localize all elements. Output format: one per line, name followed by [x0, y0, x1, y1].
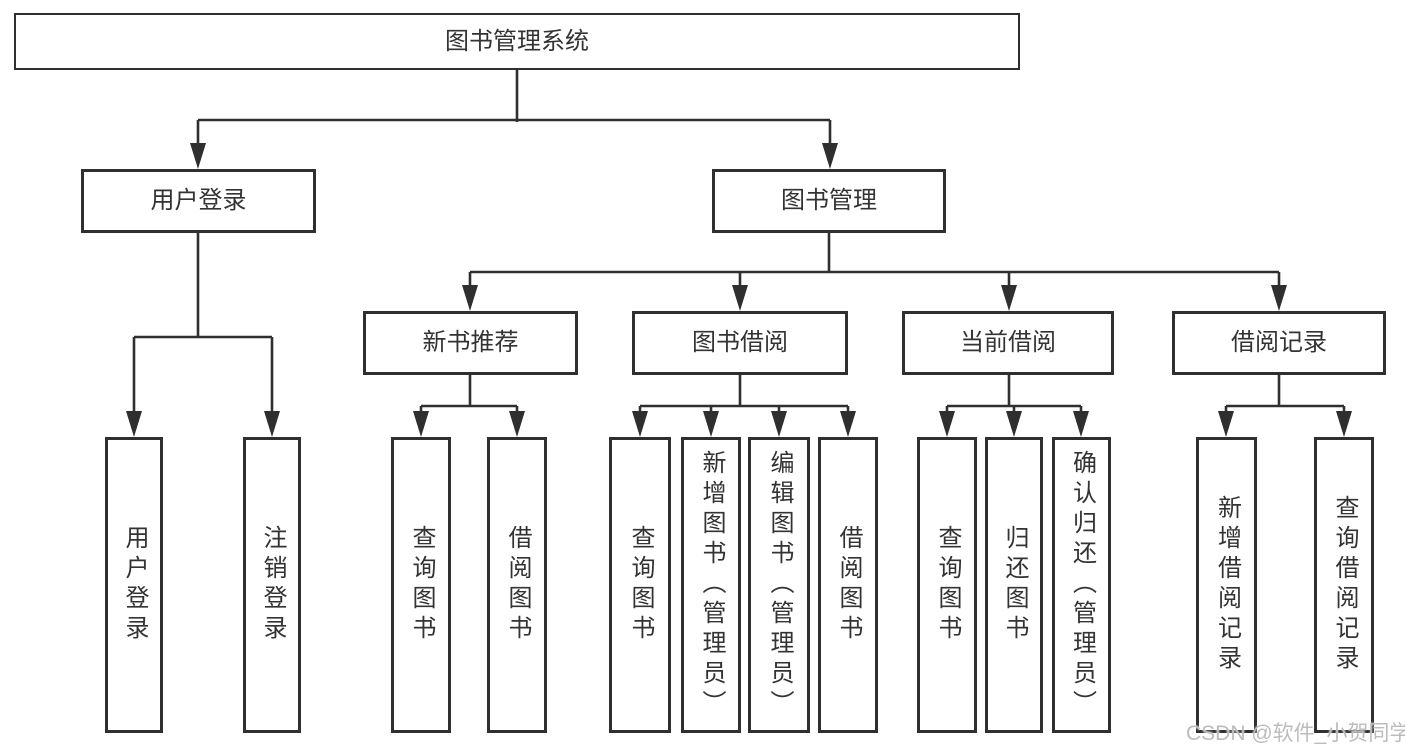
arrowhead-icon [126, 411, 142, 437]
arrowhead-icon [771, 411, 787, 437]
arrowhead-icon [732, 285, 748, 311]
arrowhead-icon [1001, 285, 1017, 311]
node-user-login: 用户登录 [81, 169, 316, 233]
leaf-logout: 注销登录 [243, 437, 301, 733]
leaf-borrow-books-recommend: 借阅图书 [487, 437, 547, 733]
leaf-user-login: 用户登录 [105, 437, 163, 733]
node-book-borrow: 图书借阅 [632, 311, 848, 375]
arrowhead-icon [822, 143, 838, 169]
node-root-library-system: 图书管理系统 [14, 13, 1020, 70]
leaf-return-book: 归还图书 [985, 437, 1043, 733]
arrowhead-icon [939, 411, 955, 437]
arrowhead-icon [509, 411, 525, 437]
arrowhead-icon [703, 411, 719, 437]
arrowhead-icon [462, 285, 478, 311]
leaf-confirm-return-admin: 确认归还（管理员） [1052, 437, 1111, 733]
csdn-watermark: CSDN @软件_小贺同学 [1186, 722, 1405, 745]
node-current-borrow: 当前借阅 [902, 311, 1114, 375]
leaf-query-books-borrow: 查询图书 [609, 437, 671, 733]
arrowhead-icon [190, 143, 206, 169]
arrowhead-icon [1006, 411, 1022, 437]
leaf-add-borrow-record: 新增借阅记录 [1196, 437, 1257, 733]
arrowhead-icon [1336, 411, 1352, 437]
leaf-borrow-books: 借阅图书 [818, 437, 878, 733]
node-book-management: 图书管理 [712, 169, 946, 233]
arrowhead-icon [1271, 285, 1287, 311]
arrowhead-icon [1073, 411, 1089, 437]
arrowhead-icon [1218, 411, 1234, 437]
arrowhead-icon [840, 411, 856, 437]
leaf-query-borrow-record: 查询借阅记录 [1314, 437, 1374, 733]
leaf-edit-book-admin: 编辑图书（管理员） [748, 437, 810, 733]
arrowhead-icon [413, 411, 429, 437]
leaf-query-books-current: 查询图书 [917, 437, 977, 733]
leaf-query-books-recommend: 查询图书 [391, 437, 451, 733]
node-new-book-recommend: 新书推荐 [363, 311, 578, 375]
arrowhead-icon [264, 411, 280, 437]
leaf-add-book-admin: 新增图书（管理员） [681, 437, 741, 733]
node-borrow-records: 借阅记录 [1172, 311, 1386, 375]
arrowhead-icon [632, 411, 648, 437]
